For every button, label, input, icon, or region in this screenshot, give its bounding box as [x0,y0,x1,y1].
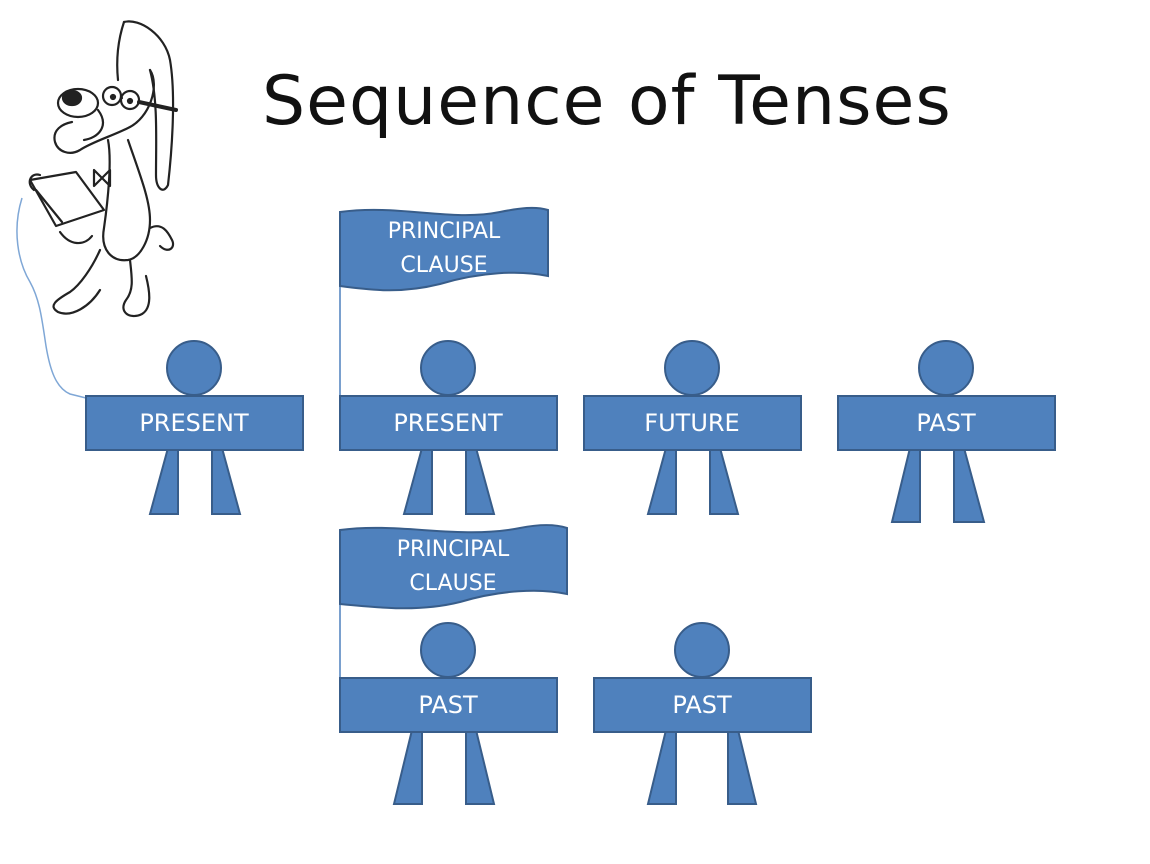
flag-label-line2: CLAUSE [409,571,496,596]
tense-figure: PRESENT [340,341,557,514]
flag-label-line1: PRINCIPAL [397,537,510,562]
tense-figure: FUTURE [584,341,801,514]
tense-label: PAST [916,409,976,437]
flag-label-line1: PRINCIPAL [388,219,501,244]
tense-label: PAST [672,691,732,719]
tense-label: PRESENT [393,409,503,437]
tense-label: PAST [418,691,478,719]
tense-label: PRESENT [139,409,249,437]
tense-figure: PAST [838,341,1055,522]
tense-figure: PAST [340,623,557,804]
flag-label-line2: CLAUSE [400,253,487,278]
tense-figure: PAST [594,623,811,804]
cartoon-dog-reading-book-icon [30,21,176,316]
connector-line [17,198,86,398]
tense-label: FUTURE [644,409,739,437]
tense-figure: PRESENT [86,341,303,514]
